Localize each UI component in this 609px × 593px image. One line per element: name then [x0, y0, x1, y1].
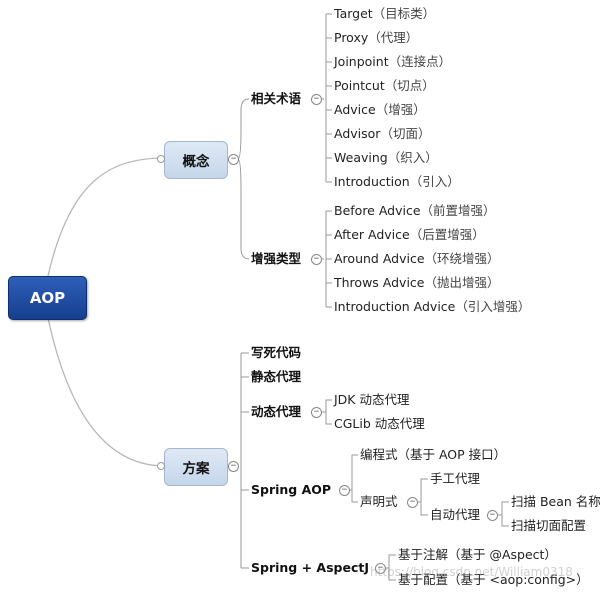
term-advisor[interactable]: Advisor（切面） [334, 126, 431, 141]
dynamic-proxy-jdk[interactable]: JDK 动态代理 [334, 392, 410, 407]
auto-proxy-aspect-config[interactable]: 扫描切面配置 [511, 518, 587, 533]
branch-spring-aspectj[interactable]: Spring + AspectJ [251, 560, 369, 575]
collapse-toggle-spring-aspectj[interactable]: − [375, 563, 386, 574]
dynamic-proxy-cglib[interactable]: CGLib 动态代理 [334, 416, 425, 431]
collapse-toggle-dynamic-proxy[interactable]: − [311, 407, 322, 418]
branch-dynamic-proxy[interactable]: 动态代理 [251, 404, 302, 419]
spring-aop-declarative[interactable]: 声明式 [360, 494, 398, 509]
term-target[interactable]: Target（目标类） [334, 6, 436, 21]
aspectj-config[interactable]: 基于配置（基于 <aop:config>） [398, 572, 589, 587]
collapse-toggle-spring-aop[interactable]: − [339, 485, 350, 496]
term-advice[interactable]: Advice（增强） [334, 102, 426, 117]
term-joinpoint[interactable]: Joinpoint（连接点） [334, 54, 452, 69]
advice-after[interactable]: After Advice（后置增强） [334, 227, 485, 242]
term-proxy[interactable]: Proxy（代理） [334, 30, 419, 45]
advice-introduction[interactable]: Introduction Advice（引入增强） [334, 299, 531, 314]
connector-dot [157, 155, 165, 163]
spring-aop-programmatic[interactable]: 编程式（基于 AOP 接口） [360, 447, 507, 462]
collapse-toggle-advice-types[interactable]: − [311, 254, 322, 265]
watermark: https://blog.csdn.net/William0318 [370, 565, 573, 579]
term-weaving[interactable]: Weaving（织入） [334, 150, 438, 165]
branch-spring-aop[interactable]: Spring AOP [251, 482, 332, 497]
auto-proxy-bean-name[interactable]: 扫描 Bean 名称 [511, 494, 601, 509]
collapse-toggle-terms[interactable]: − [311, 94, 322, 105]
declarative-manual-proxy[interactable]: 手工代理 [430, 471, 481, 486]
collapse-toggle-declarative[interactable]: − [407, 497, 418, 508]
collapse-toggle-auto-proxy[interactable]: − [487, 510, 498, 521]
connector-dot [157, 462, 165, 470]
main-node-solution[interactable]: 方案 [164, 448, 228, 486]
advice-before[interactable]: Before Advice（前置增强） [334, 203, 496, 218]
branch-static-proxy[interactable]: 静态代理 [251, 369, 302, 384]
advice-around[interactable]: Around Advice（环绕增强） [334, 251, 500, 266]
declarative-auto-proxy[interactable]: 自动代理 [430, 507, 481, 522]
root-node-aop[interactable]: AOP [8, 276, 87, 320]
term-pointcut[interactable]: Pointcut（切点） [334, 78, 435, 93]
collapse-toggle-concept[interactable]: − [228, 154, 239, 165]
branch-hardcode[interactable]: 写死代码 [251, 345, 302, 360]
term-introduction[interactable]: Introduction（引入） [334, 174, 460, 189]
advice-throws[interactable]: Throws Advice（抛出增强） [334, 275, 500, 290]
collapse-toggle-solution[interactable]: − [228, 461, 239, 472]
branch-advice-types[interactable]: 增强类型 [251, 251, 302, 266]
branch-terms[interactable]: 相关术语 [251, 91, 302, 106]
aspectj-annotation[interactable]: 基于注解（基于 @Aspect） [398, 547, 557, 562]
main-node-concept[interactable]: 概念 [164, 141, 228, 179]
